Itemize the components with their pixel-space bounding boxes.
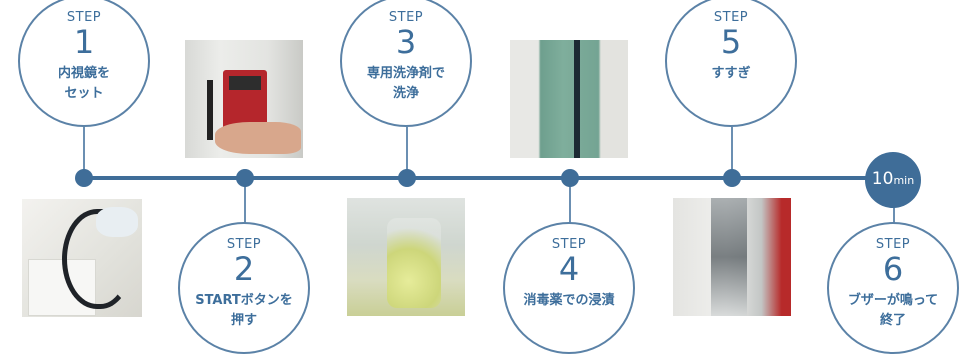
connector-step-5 xyxy=(731,127,733,177)
timeline-dot-4 xyxy=(561,169,579,187)
step-number: 2 xyxy=(233,250,255,288)
step-1-circle: STEP 1 内視鏡を セット xyxy=(18,0,150,127)
end-time-marker: 10 min xyxy=(865,152,921,208)
step-label: STEP xyxy=(551,237,587,252)
step-number: 5 xyxy=(720,23,742,61)
endoscope-setup-photo xyxy=(22,199,142,317)
step-description: 専用洗浄剤で 洗浄 xyxy=(366,66,445,101)
connector-step-1 xyxy=(83,127,85,177)
end-time-unit: min xyxy=(893,174,915,187)
step-label: STEP xyxy=(875,237,911,252)
step-4-circle: STEP 4 消毒薬での浸漬 xyxy=(503,222,635,354)
step-number: 1 xyxy=(73,23,95,61)
step-number: 6 xyxy=(882,250,904,288)
step-5-circle: STEP 5 すすぎ xyxy=(665,0,797,127)
connector-step-3 xyxy=(406,127,408,177)
step-description: 内視鏡を セット xyxy=(57,66,110,101)
step-label: STEP xyxy=(66,10,102,25)
timeline-dot-1 xyxy=(75,169,93,187)
end-time-value: 10 xyxy=(871,169,894,189)
step-number: 4 xyxy=(558,250,580,288)
step-description: STARTボタンを 押す xyxy=(195,293,293,328)
step-number: 3 xyxy=(395,23,417,61)
step-description: ブザーが鳴って 終了 xyxy=(847,293,939,328)
step-label: STEP xyxy=(226,237,262,252)
step-6-circle: STEP 6 ブザーが鳴って 終了 xyxy=(827,222,959,354)
disinfectant-immersion-photo xyxy=(510,40,628,158)
step-label: STEP xyxy=(388,10,424,25)
step-label: STEP xyxy=(713,10,749,25)
connector-step-2 xyxy=(244,180,246,224)
timeline-dot-5 xyxy=(723,169,741,187)
connector-step-4 xyxy=(569,180,571,224)
timeline-dot-2 xyxy=(236,169,254,187)
step-2-circle: STEP 2 STARTボタンを 押す xyxy=(178,222,310,354)
step-description: すすぎ xyxy=(711,66,751,81)
rinse-photo xyxy=(673,198,791,316)
connector-step-6 xyxy=(893,200,895,224)
detergent-wash-photo xyxy=(347,198,465,316)
timeline-dot-3 xyxy=(398,169,416,187)
step-description: 消毒薬での浸漬 xyxy=(523,293,615,308)
step-3-circle: STEP 3 専用洗浄剤で 洗浄 xyxy=(340,0,472,127)
timeline-line xyxy=(84,176,906,180)
start-button-panel-photo xyxy=(185,40,303,158)
